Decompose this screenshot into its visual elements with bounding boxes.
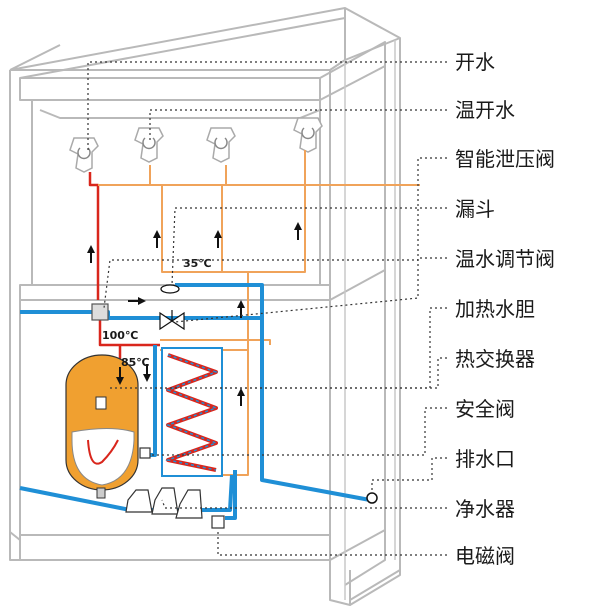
pressure-relief-valve-icon bbox=[91, 303, 109, 321]
label-drain-outlet: 排水口 bbox=[455, 447, 515, 471]
safety-valve-icon bbox=[139, 447, 151, 459]
label-safety-valve: 安全阀 bbox=[455, 397, 515, 421]
heating-tank bbox=[65, 354, 139, 499]
flow-arrows bbox=[87, 222, 302, 406]
label-warm-water-valve: 温水调节阀 bbox=[455, 247, 555, 271]
water-purifier-icon bbox=[125, 487, 203, 519]
temp-35: 35℃ bbox=[183, 257, 212, 270]
heat-exchanger-coil bbox=[161, 347, 223, 477]
warm-pipe bbox=[98, 150, 420, 476]
faucet-3-icon bbox=[206, 127, 236, 163]
faucet-2-icon bbox=[134, 127, 164, 163]
drain-outlet-icon bbox=[366, 492, 378, 504]
faucet-1-icon bbox=[69, 137, 99, 173]
temp-100: 100℃ bbox=[102, 329, 138, 342]
funnel-icon bbox=[160, 284, 180, 294]
label-water-purifier: 净水器 bbox=[455, 497, 515, 521]
label-funnel: 漏斗 bbox=[455, 197, 495, 221]
solenoid-valve-icon bbox=[211, 515, 225, 529]
warm-water-valve-icon bbox=[159, 310, 185, 331]
leader-lines bbox=[87, 61, 447, 556]
label-warm-water: 温开水 bbox=[455, 98, 515, 122]
label-boiling-water: 开水 bbox=[455, 50, 495, 74]
cabinet-frame bbox=[9, 7, 401, 606]
label-heating-tank: 加热水胆 bbox=[455, 297, 535, 321]
label-heat-exchanger: 热交换器 bbox=[455, 347, 535, 371]
faucet-4-icon bbox=[293, 117, 323, 153]
label-pressure-relief-valve: 智能泄压阀 bbox=[455, 147, 555, 171]
temp-85: 85℃ bbox=[121, 356, 150, 369]
label-solenoid-valve: 电磁阀 bbox=[455, 544, 515, 568]
